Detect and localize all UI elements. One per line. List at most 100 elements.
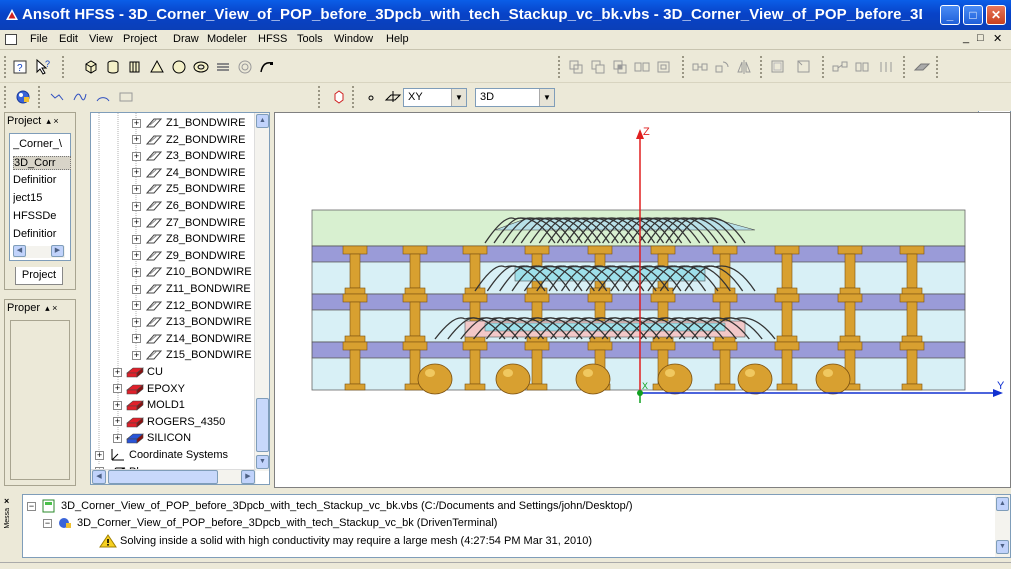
menu-hfss[interactable]: HFSS	[258, 33, 288, 45]
draw-cone-icon[interactable]	[148, 58, 166, 76]
tree-item-bondwire[interactable]: +Z12_BONDWIRE	[132, 298, 252, 314]
draw-helix-icon[interactable]	[214, 58, 232, 76]
properties-panel-header[interactable]: Proper ▴ ×	[7, 302, 57, 314]
plane-icon[interactable]	[384, 88, 402, 106]
expand-icon[interactable]: +	[113, 383, 122, 394]
expand-icon[interactable]: +	[132, 167, 141, 178]
tree-item-bondwire[interactable]: +Z13_BONDWIRE	[132, 314, 252, 330]
sweep-icon[interactable]	[769, 58, 787, 76]
message-vscrollbar[interactable]: ▲ ▼	[995, 495, 1010, 557]
toolbar-grip[interactable]	[760, 56, 764, 78]
collapse-icon[interactable]: −	[27, 500, 36, 511]
toolbar-grip[interactable]	[682, 56, 686, 78]
expand-icon[interactable]: +	[113, 432, 122, 443]
expand-icon[interactable]: +	[95, 449, 104, 460]
message-row-project[interactable]: − 3D_Corner_View_of_POP_before_3Dpcb_wit…	[27, 498, 633, 514]
context-help-icon[interactable]: ?	[34, 58, 52, 76]
menu-help[interactable]: Help	[386, 33, 409, 45]
3d-modeler-viewport[interactable]: Z Y X	[274, 112, 1011, 488]
scroll-right-icon[interactable]: ▶	[241, 470, 255, 484]
tab-project[interactable]: Project	[15, 267, 63, 285]
draw-box-icon[interactable]	[82, 58, 100, 76]
draw-regular-polyhedron-icon[interactable]	[126, 58, 144, 76]
scroll-down-icon[interactable]: ▼	[996, 540, 1009, 554]
plane-combo[interactable]: XY ▼	[403, 88, 467, 107]
toolbar-grip[interactable]	[4, 56, 8, 78]
project-entry[interactable]: Definitior	[13, 228, 57, 240]
project-list[interactable]: _Corner_\ 3D_Corr Definitior ject15 HFSS…	[9, 133, 71, 261]
tree-item-bondwire[interactable]: +Z3_BONDWIRE	[132, 148, 245, 164]
connect-icon[interactable]	[831, 58, 849, 76]
tree-item-material[interactable]: +MOLD1	[113, 397, 185, 413]
expand-icon[interactable]: +	[132, 200, 141, 211]
draw-rectangle-icon[interactable]	[117, 88, 135, 106]
tree-item-bondwire[interactable]: +Z7_BONDWIRE	[132, 215, 245, 231]
tree-item-bondwire[interactable]: +Z2_BONDWIRE	[132, 132, 245, 148]
tree-item-material[interactable]: +EPOXY	[113, 381, 185, 397]
mdi-minimize-button[interactable]: _	[963, 32, 970, 44]
menu-modeler[interactable]: Modeler	[207, 33, 247, 45]
panel-controls-icon[interactable]: ▴ ×	[45, 303, 58, 313]
separate-icon[interactable]	[877, 58, 895, 76]
document-icon[interactable]	[5, 34, 17, 45]
imprint-icon[interactable]	[655, 58, 673, 76]
intersect-icon[interactable]	[611, 58, 629, 76]
scroll-down-icon[interactable]: ▼	[256, 455, 269, 469]
scroll-thumb[interactable]	[256, 398, 269, 452]
project-hscrollbar[interactable]: ◀ ▶	[13, 245, 65, 258]
toolbar-grip[interactable]	[903, 56, 907, 78]
menu-project[interactable]: Project	[123, 33, 158, 45]
tree-item-bondwire[interactable]: +Z8_BONDWIRE	[132, 231, 245, 247]
menu-view[interactable]: View	[89, 33, 113, 45]
tree-item-bondwire[interactable]: +Z4_BONDWIRE	[132, 165, 245, 181]
mdi-restore-button[interactable]: □	[977, 32, 984, 44]
toolbar-grip[interactable]	[558, 56, 562, 78]
tree-item-bondwire[interactable]: +Z15_BONDWIRE	[132, 347, 252, 363]
collapse-icon[interactable]: −	[43, 517, 52, 528]
tree-item-bondwire[interactable]: +Z11_BONDWIRE	[132, 281, 251, 297]
expand-icon[interactable]: +	[132, 316, 141, 327]
expand-icon[interactable]: +	[132, 250, 141, 261]
project-entry[interactable]: Definitior	[13, 174, 57, 186]
material-icon[interactable]	[913, 58, 931, 76]
project-entry[interactable]: _Corner_\	[13, 138, 62, 150]
view-combo[interactable]: 3D ▼	[475, 88, 555, 107]
draw-spiral-icon[interactable]	[236, 58, 254, 76]
tree-item-material[interactable]: +ROGERS_4350	[113, 414, 225, 430]
expand-icon[interactable]: +	[132, 233, 141, 244]
model-tree[interactable]: +Z1_BONDWIRE+Z2_BONDWIRE+Z3_BONDWIRE+Z4_…	[90, 112, 270, 485]
expand-icon[interactable]: +	[132, 266, 141, 277]
mirror-icon[interactable]	[735, 58, 753, 76]
expand-icon[interactable]: +	[113, 399, 122, 410]
toolbar-grip[interactable]	[4, 86, 8, 108]
minimize-button[interactable]: _	[940, 5, 960, 25]
draw-sphere-icon[interactable]	[170, 58, 188, 76]
tree-item-coordinate-systems[interactable]: +Coordinate Systems	[95, 447, 228, 463]
toolbar-grip[interactable]	[936, 56, 940, 78]
hfss-design-icon[interactable]	[14, 88, 32, 106]
tree-item-material[interactable]: +SILICON	[113, 430, 191, 446]
expand-icon[interactable]: +	[113, 366, 122, 377]
cover-faces-icon[interactable]	[795, 58, 813, 76]
move-icon[interactable]	[691, 58, 709, 76]
message-close-icon[interactable]: ×	[4, 496, 10, 506]
scroll-left-icon[interactable]: ◀	[92, 470, 106, 484]
project-entry[interactable]: ject15	[13, 192, 43, 204]
toolbar-grip[interactable]	[352, 86, 356, 108]
maximize-button[interactable]: □	[963, 5, 983, 25]
project-panel-header[interactable]: Project ▴ ×	[7, 115, 59, 127]
rotate-icon[interactable]	[713, 58, 731, 76]
draw-bondwire-icon[interactable]	[258, 58, 276, 76]
expand-icon[interactable]: +	[132, 333, 141, 344]
expand-icon[interactable]: +	[132, 300, 141, 311]
draw-line-icon[interactable]	[48, 88, 66, 106]
message-row-warning[interactable]: Solving inside a solid with high conduct…	[99, 533, 592, 549]
expand-icon[interactable]: +	[132, 150, 141, 161]
model-canvas[interactable]: Z Y X	[275, 113, 1010, 487]
expand-icon[interactable]: +	[132, 283, 141, 294]
message-row-design[interactable]: − 3D_Corner_View_of_POP_before_3Dpcb_wit…	[43, 515, 497, 531]
menu-edit[interactable]: Edit	[59, 33, 78, 45]
toolbar-grip[interactable]	[38, 86, 42, 108]
panel-controls-icon[interactable]: ▴ ×	[46, 116, 59, 126]
tree-item-bondwire[interactable]: +Z1_BONDWIRE	[132, 115, 245, 131]
